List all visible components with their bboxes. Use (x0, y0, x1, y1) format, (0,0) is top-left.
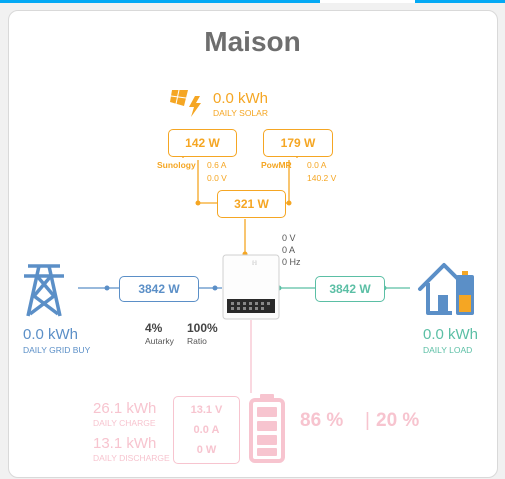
svg-text:ℍ: ℍ (252, 260, 257, 267)
battery-charge-label: DAILY CHARGE (93, 418, 156, 428)
pv1-power-box[interactable]: 142 W (168, 129, 237, 157)
load-power: 3842 W (329, 282, 371, 296)
battery-current: 0.0 A (193, 424, 220, 436)
load-daily-label: DAILY LOAD (423, 345, 473, 355)
pv1-power: 142 W (185, 136, 220, 150)
battery-soc: 86 % (300, 410, 344, 431)
load-power-box[interactable]: 3842 W (315, 276, 385, 302)
battery-stats-box[interactable]: 13.1 V 0.0 A 0 W (173, 396, 240, 464)
inverter-icon[interactable]: ℍ (222, 254, 280, 320)
battery-charge-value: 26.1 kWh (93, 400, 157, 417)
ratio-value: 100% (187, 321, 218, 335)
inverter-frequency: 0 Hz (282, 257, 301, 267)
transmission-tower-icon[interactable] (22, 262, 66, 318)
autarky-label: Autarky (145, 336, 174, 346)
solar-node-dot (195, 200, 201, 206)
battery-voltage: 13.1 V (190, 404, 223, 416)
battery-min-soc: 20 % (376, 410, 420, 431)
ratio-label: Ratio (187, 336, 207, 346)
battery-discharge-label: DAILY DISCHARGE (93, 453, 170, 463)
pv2-power: 179 W (280, 136, 316, 150)
pv2-power-box[interactable]: 179 W (263, 129, 333, 157)
pv-total-box[interactable]: 321 W (217, 190, 286, 218)
pv-total-power: 321 W (234, 197, 269, 211)
top-tab-indicator (320, 0, 415, 3)
pv2-current: 0.0 A (307, 160, 327, 170)
solar-panel-icon (170, 89, 201, 117)
grid-power: 3842 W (138, 282, 180, 296)
grid-node-dot (104, 285, 110, 291)
solar-daily-value: 0.0 kWh (213, 90, 269, 107)
grid-power-box[interactable]: 3842 W (119, 276, 199, 302)
pv1-current: 0.6 A (207, 160, 227, 170)
home-battery-icon[interactable] (416, 259, 482, 319)
battery-icon[interactable] (249, 393, 285, 463)
grid-node-dot (212, 285, 218, 291)
solar-node-dot (286, 200, 292, 206)
grid-daily-label: DAILY GRID BUY (23, 345, 91, 355)
battery-discharge-value: 13.1 kWh (93, 435, 157, 452)
pv1-name: Sunology (157, 160, 196, 170)
autarky-value: 4% (145, 321, 163, 335)
inverter-current: 0 A (282, 245, 296, 255)
solar-daily-label: DAILY SOLAR (213, 108, 268, 118)
top-accent-bar (0, 0, 505, 3)
load-daily-value: 0.0 kWh (423, 326, 479, 343)
inverter-voltage: 0 V (282, 233, 296, 243)
pv2-name: PowMR (261, 160, 292, 170)
page-title: Maison (204, 26, 301, 57)
battery-power: 0 W (196, 444, 217, 456)
grid-daily-value: 0.0 kWh (23, 326, 79, 343)
pv2-voltage: 140.2 V (307, 173, 337, 183)
pv1-voltage: 0.0 V (207, 173, 227, 183)
battery-separator: | (365, 410, 370, 431)
